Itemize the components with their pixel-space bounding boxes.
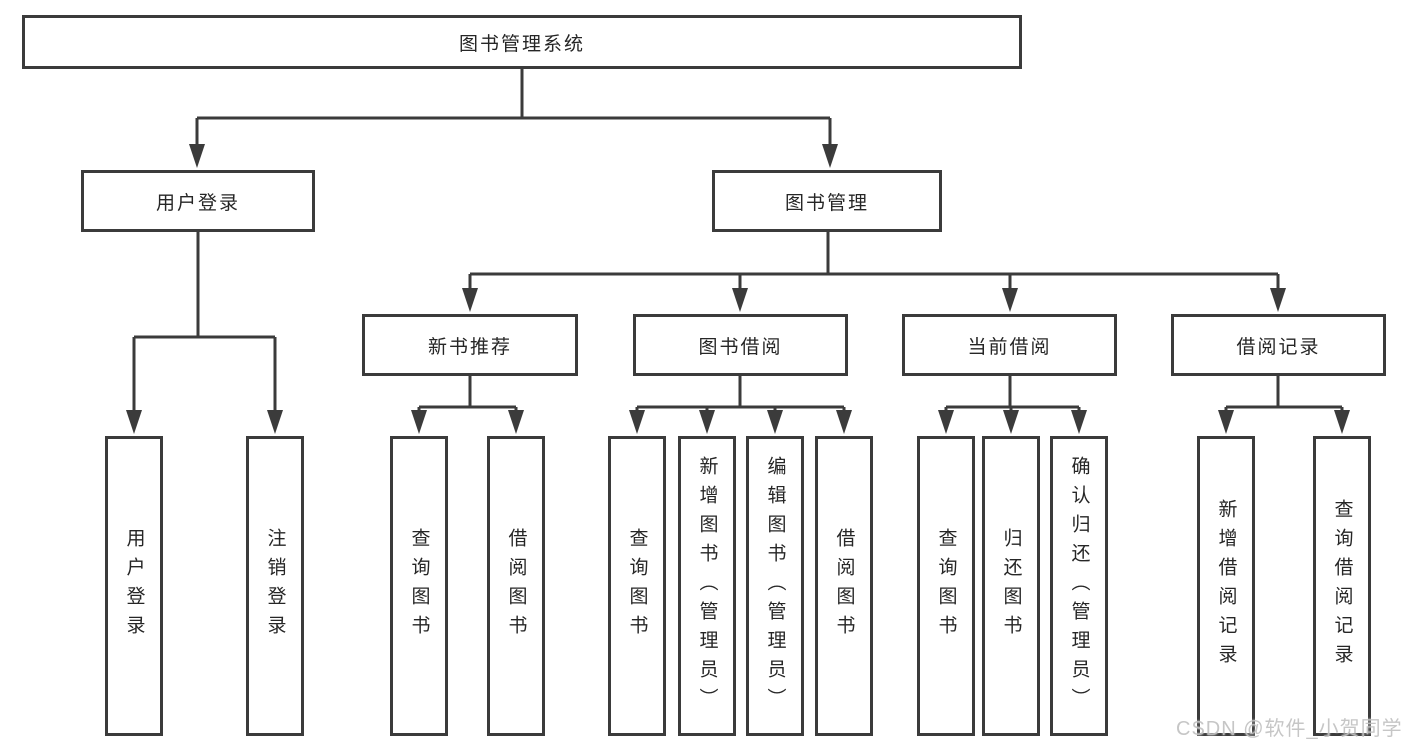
arrowhead xyxy=(732,288,748,312)
leaf-query-books-current: 查询图书 xyxy=(917,436,975,736)
leaf-return-books: 归还图书 xyxy=(982,436,1040,736)
arrowhead xyxy=(411,410,427,434)
node-book-management-label: 图书管理 xyxy=(784,192,869,214)
connector-user-login xyxy=(132,232,277,411)
node-new-book-recommend-label: 新书推荐 xyxy=(427,336,512,358)
leaf-label: 新增借阅记录 xyxy=(1215,499,1237,673)
arrowhead xyxy=(508,410,524,434)
leaf-label: 确认归还（管理员） xyxy=(1068,455,1090,717)
arrowhead xyxy=(1270,288,1286,312)
connector-book-management xyxy=(468,232,1280,289)
node-current-borrowing-label: 当前借阅 xyxy=(967,336,1052,358)
leaf-label: 查询借阅记录 xyxy=(1331,499,1353,673)
leaf-add-borrow-record: 新增借阅记录 xyxy=(1197,436,1255,736)
connector-borrowing-records xyxy=(1224,376,1344,411)
leaf-logout: 注销登录 xyxy=(246,436,304,736)
leaf-borrow-books-recommend: 借阅图书 xyxy=(487,436,545,736)
leaf-query-books-borrowing: 查询图书 xyxy=(608,436,666,736)
arrowhead xyxy=(836,410,852,434)
arrowhead xyxy=(1334,410,1350,434)
arrowhead xyxy=(699,410,715,434)
arrowhead xyxy=(126,410,142,434)
arrowhead xyxy=(462,288,478,312)
arrowhead xyxy=(629,410,645,434)
leaf-confirm-return-admin: 确认归还（管理员） xyxy=(1050,436,1108,736)
leaf-label: 新增图书（管理员） xyxy=(696,455,718,717)
leaf-label: 借阅图书 xyxy=(505,528,527,644)
leaf-label: 编辑图书（管理员） xyxy=(764,455,786,717)
leaf-label: 查询图书 xyxy=(626,528,648,644)
leaf-label: 借阅图书 xyxy=(833,528,855,644)
node-book-borrowing: 图书借阅 xyxy=(633,314,848,376)
arrowhead xyxy=(822,144,838,168)
leaf-user-login-label: 用户登录 xyxy=(123,528,145,644)
node-book-management: 图书管理 xyxy=(712,170,942,232)
arrowhead xyxy=(189,144,205,168)
arrowhead xyxy=(1218,410,1234,434)
node-root-label: 图书管理系统 xyxy=(458,33,585,55)
connector-book-borrowing xyxy=(635,376,846,411)
connector-current-borrowing xyxy=(944,376,1081,411)
leaf-label: 查询图书 xyxy=(935,528,957,644)
leaf-query-books-recommend: 查询图书 xyxy=(390,436,448,736)
csdn-watermark: CSDN @软件_小贺同学 xyxy=(1176,718,1403,740)
arrowhead xyxy=(267,410,283,434)
arrowhead xyxy=(938,410,954,434)
node-user-login: 用户登录 xyxy=(81,170,315,232)
arrowhead xyxy=(767,410,783,434)
node-root: 图书管理系统 xyxy=(22,15,1022,69)
leaf-add-books-admin: 新增图书（管理员） xyxy=(678,436,736,736)
connector-new-book-recommend xyxy=(417,376,518,411)
node-user-login-label: 用户登录 xyxy=(155,192,240,214)
leaf-edit-books-admin: 编辑图书（管理员） xyxy=(746,436,804,736)
leaf-user-login: 用户登录 xyxy=(105,436,163,736)
leaf-label: 归还图书 xyxy=(1000,528,1022,644)
leaf-logout-label: 注销登录 xyxy=(264,528,286,644)
arrowhead xyxy=(1003,410,1019,434)
leaf-borrow-books: 借阅图书 xyxy=(815,436,873,736)
arrowhead xyxy=(1071,410,1087,434)
node-new-book-recommend: 新书推荐 xyxy=(362,314,578,376)
node-book-borrowing-label: 图书借阅 xyxy=(698,336,783,358)
leaf-label: 查询图书 xyxy=(408,528,430,644)
arrowhead xyxy=(1002,288,1018,312)
node-borrowing-records-label: 借阅记录 xyxy=(1236,336,1321,358)
node-borrowing-records: 借阅记录 xyxy=(1171,314,1386,376)
connector-root-level2 xyxy=(195,69,832,145)
node-current-borrowing: 当前借阅 xyxy=(902,314,1117,376)
leaf-query-borrow-record: 查询借阅记录 xyxy=(1313,436,1371,736)
